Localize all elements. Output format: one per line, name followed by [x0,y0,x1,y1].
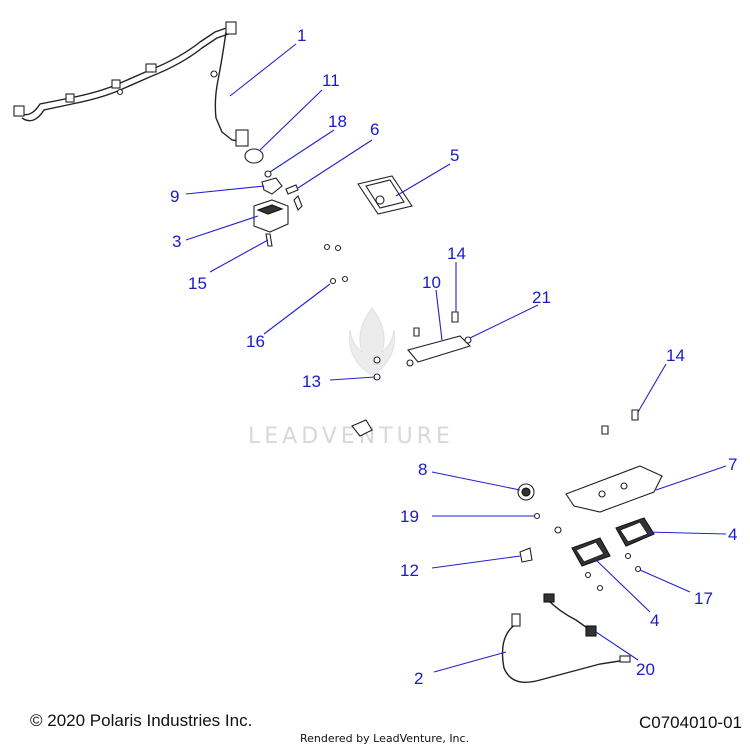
nut [373,356,381,364]
callout-11: 11 [322,71,340,90]
callout-4-lower: 4 [650,611,659,630]
screw [624,552,632,560]
rendered-by-credit: Rendered by LeadVenture, Inc. [300,732,470,745]
screw [554,526,562,534]
hardware [323,243,331,251]
module-4b [571,537,611,567]
screw [596,584,604,592]
callout-17: 17 [694,589,713,608]
hardware [329,277,337,285]
callout-18: 18 [328,112,347,131]
clip-6 [293,195,303,211]
screw [584,571,592,579]
callout-20: 20 [636,660,655,679]
bolt-14b [631,409,639,421]
callout-13: 13 [302,372,321,391]
hardware [341,275,349,283]
callout-5: 5 [450,146,459,165]
pin-connector-6 [285,184,299,195]
bracket-9 [261,177,283,195]
bolt-14a [451,311,459,323]
round-part-8 [517,483,535,501]
bolt-15 [265,233,273,247]
copyright-notice: © 2020 Polaris Industries Inc. [30,711,253,730]
bolt [601,425,609,435]
ecu-5 [357,175,413,215]
callout-16: 16 [246,332,265,351]
callout-19: 19 [400,507,419,526]
hardware [334,244,342,252]
callout-4-upper: 4 [728,525,737,544]
callout-6: 6 [370,120,379,139]
callout-8: 8 [418,460,427,479]
diagram-code: C0704010-01 [638,713,742,732]
sensor-12 [519,547,533,563]
nut [406,359,414,367]
watermark-text: LEADVENTURE [248,424,454,449]
callout-14-lower: 14 [666,346,685,365]
callout-2: 2 [414,669,423,688]
callout-1: 1 [297,26,306,45]
leader-lines [185,43,727,673]
leadventure-watermark: LEADVENTURE [248,307,454,449]
callout-10: 10 [422,273,441,292]
callout-3: 3 [172,232,181,251]
sensor-cable-2 [501,613,631,683]
module-4a [615,517,655,547]
bracket-plate-7 [565,465,663,513]
loop-tie [244,148,264,164]
grommet [351,419,373,437]
bolt [413,327,420,337]
screw-17 [634,565,642,573]
callout-14-upper: 14 [447,244,466,263]
callout-21: 21 [532,288,551,307]
nut-18 [264,170,272,178]
callout-9: 9 [170,187,179,206]
screw-19 [533,512,541,520]
module-3 [253,199,289,233]
wire-harness [13,21,249,147]
nut-21 [464,336,472,344]
callout-7: 7 [728,455,737,474]
plate-10 [407,335,472,363]
callouts: 1 11 18 6 5 9 3 15 14 10 21 16 13 14 7 8… [170,26,737,688]
sensor-cable-20 [543,593,597,637]
callout-15: 15 [188,274,207,293]
callout-12: 12 [400,561,419,580]
